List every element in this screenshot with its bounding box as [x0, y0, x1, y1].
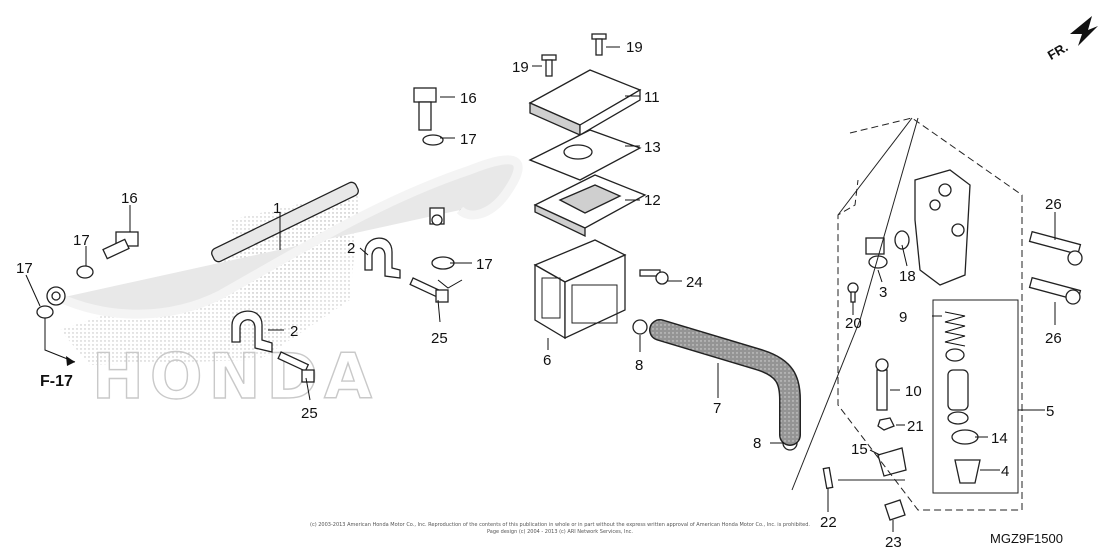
front-mark-label: FR. — [1045, 39, 1071, 62]
front-direction-arrow: FR. — [1045, 16, 1098, 63]
callout-6[interactable]: 6 — [543, 352, 551, 369]
callout-14[interactable]: 14 — [991, 430, 1008, 447]
spring-part-9[interactable] — [944, 311, 966, 362]
reservoir-cap-part-11[interactable] — [528, 69, 642, 137]
callout-1[interactable]: 1 — [273, 200, 281, 217]
callout-5[interactable]: 5 — [1046, 403, 1054, 420]
callout-10[interactable]: 10 — [905, 383, 922, 400]
boot-part-4[interactable] — [954, 459, 981, 484]
screw-part-19b[interactable] — [541, 54, 557, 77]
callout-13[interactable]: 13 — [644, 139, 661, 156]
callout-3[interactable]: 3 — [879, 284, 887, 301]
callout-2-upper[interactable]: 2 — [347, 240, 355, 257]
callout-15[interactable]: 15 — [851, 441, 868, 458]
callout-19-left[interactable]: 19 — [512, 59, 529, 76]
master-cylinder-body[interactable] — [914, 169, 971, 286]
callout-16-left[interactable]: 16 — [121, 190, 138, 207]
bolt-part-25b[interactable] — [277, 351, 315, 383]
hose-clip-part-8a[interactable] — [632, 319, 648, 335]
callout-12[interactable]: 12 — [644, 192, 661, 209]
callout-11[interactable]: 11 — [644, 89, 660, 106]
nut-part-21[interactable] — [877, 417, 895, 431]
callout-23[interactable]: 23 — [885, 534, 902, 551]
o-ring-part-18[interactable] — [894, 230, 910, 250]
callout-19-right[interactable]: 19 — [626, 39, 643, 56]
callout-22[interactable]: 22 — [820, 514, 837, 531]
diaphragm-plate-part-13[interactable] — [528, 129, 642, 181]
callout-2-lower[interactable]: 2 — [290, 323, 298, 340]
hose-clamp-part-2a[interactable] — [364, 237, 401, 279]
callout-25-lower[interactable]: 25 — [301, 405, 318, 422]
reservoir-part-6[interactable] — [533, 239, 627, 340]
callout-26-lower[interactable]: 26 — [1045, 330, 1062, 347]
callout-24[interactable]: 24 — [686, 274, 703, 291]
screw-part-19a[interactable] — [591, 33, 607, 56]
section-reference-f17[interactable]: F-17 — [40, 373, 73, 390]
oil-bolt-part-16b[interactable] — [102, 231, 139, 260]
copyright-notice: (c) 2003-2013 American Honda Motor Co., … — [300, 522, 820, 536]
honda-watermark-text: HONDA — [92, 340, 378, 413]
diagram-code: MGZ9F1500 — [990, 531, 1063, 546]
hose-joint-part-3[interactable] — [865, 237, 888, 269]
callout-8-upper[interactable]: 8 — [635, 357, 643, 374]
bolt-part-26a[interactable] — [1028, 230, 1083, 266]
callout-17-middle[interactable]: 17 — [476, 256, 493, 273]
piston-kit-frame-part-5 — [932, 299, 1019, 494]
hose-clamp-part-2b[interactable] — [231, 310, 273, 353]
pin-part-22[interactable] — [822, 466, 834, 490]
bolt-part-25a[interactable] — [409, 277, 449, 303]
diaphragm-part-12[interactable] — [533, 174, 647, 238]
callout-18[interactable]: 18 — [899, 268, 916, 285]
circlip-part-14[interactable] — [951, 429, 979, 445]
copyright-line-1: (c) 2003-2013 American Honda Motor Co., … — [310, 522, 810, 528]
leader-lines — [25, 46, 1056, 532]
bolt-part-26b[interactable] — [1028, 276, 1082, 305]
callout-21[interactable]: 21 — [907, 418, 924, 435]
bolt-part-24[interactable] — [639, 269, 669, 285]
callout-8-lower[interactable]: 8 — [753, 435, 761, 452]
callout-9[interactable]: 9 — [899, 309, 907, 326]
callout-16-upper[interactable]: 16 — [460, 90, 477, 107]
piston-assembly[interactable] — [947, 369, 969, 425]
joint-part-15[interactable] — [877, 447, 907, 477]
callout-17-far-left[interactable]: 17 — [16, 260, 33, 277]
callout-17-left[interactable]: 17 — [73, 232, 90, 249]
callout-26-upper[interactable]: 26 — [1045, 196, 1062, 213]
sealing-washer-part-17[interactable] — [36, 134, 455, 319]
oil-bolt-part-16a[interactable] — [413, 87, 437, 131]
exploded-view-frame — [791, 117, 1023, 511]
clip-part-23[interactable] — [884, 499, 906, 521]
brake-hose-part-1[interactable] — [46, 155, 523, 319]
reservoir-hose-part-7[interactable] — [649, 319, 801, 446]
callout-25-middle[interactable]: 25 — [431, 330, 448, 347]
callout-20[interactable]: 20 — [845, 315, 862, 332]
copyright-line-2: Page design (c) 2004 - 2013 (c) ARI Netw… — [486, 529, 634, 535]
callout-17-upper[interactable]: 17 — [460, 131, 477, 148]
screw-part-20[interactable] — [847, 282, 859, 303]
callout-7[interactable]: 7 — [713, 400, 721, 417]
callout-4[interactable]: 4 — [1001, 463, 1009, 480]
pushrod-part-10[interactable] — [875, 358, 889, 411]
